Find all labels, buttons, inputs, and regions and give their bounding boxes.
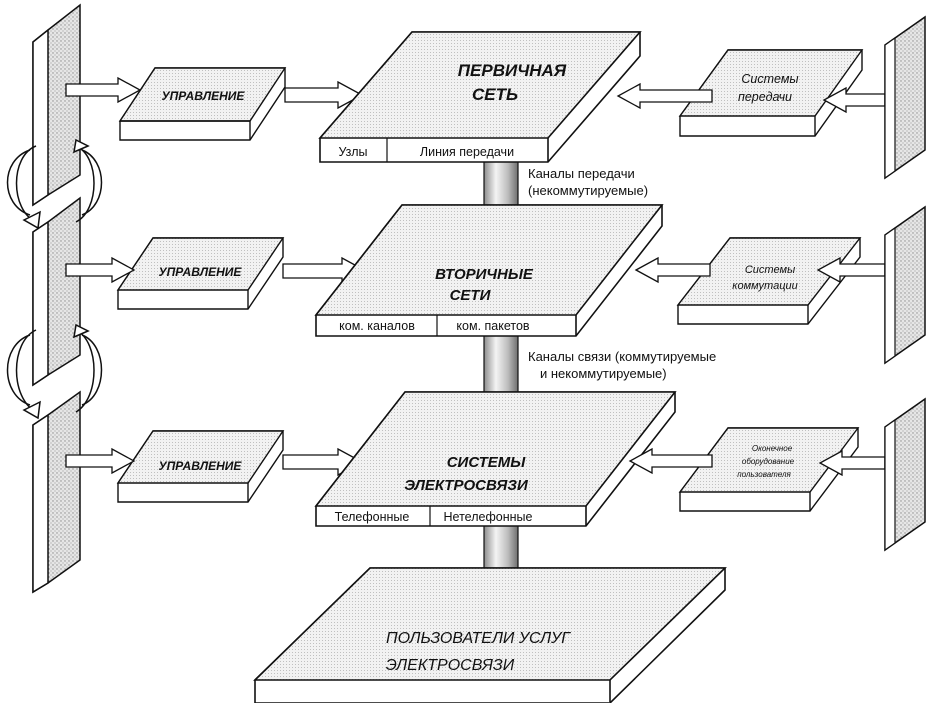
right-panel-top	[884, 15, 926, 180]
channels-comm-line2: и некоммутируемые)	[540, 366, 667, 381]
arrow-mgmt-to-primary	[284, 80, 364, 110]
telecom-cell-nontelephone: Нетелефонные	[444, 510, 533, 524]
arrow-right-panel-to-switching	[816, 256, 886, 284]
switching-systems-box: Системы коммутации	[676, 237, 862, 325]
terminal-equipment-line3: пользователя	[737, 470, 791, 479]
management-box-bottom: УПРАВЛЕНИЕ	[116, 430, 285, 503]
terminal-equipment-line1: Оконечное	[752, 444, 793, 453]
channels-tx-line1: Каналы передачи	[528, 166, 635, 181]
cycle-arrows-lower	[6, 323, 103, 420]
terminal-equipment-box: Оконечное оборудование пользователя	[678, 427, 860, 512]
transmission-systems-line1: Системы	[741, 72, 798, 86]
arrow-right-panel-to-transmission	[822, 86, 886, 114]
secondary-title-line2: СЕТИ	[450, 287, 492, 304]
telecom-systems-slab: СИСТЕМЫ ЭЛЕКТРОСВЯЗИ Телефонные Нетелефо…	[314, 391, 677, 527]
terminal-equipment-line2: оборудование	[742, 457, 795, 466]
management-box-middle: УПРАВЛЕНИЕ	[116, 237, 285, 310]
transmission-systems-box: Системы передачи	[678, 49, 864, 137]
primary-cell-nodes: Узлы	[338, 145, 367, 159]
secondary-cell-packet-switching: ком. пакетов	[456, 319, 530, 333]
users-title-line2: ЭЛЕКТРОСВЯЗИ	[386, 657, 515, 674]
left-panel-top	[32, 3, 81, 207]
arrow-transmission-to-primary	[616, 82, 713, 110]
channels-tx-line2: (некоммутируемые)	[528, 183, 648, 198]
primary-cell-transmission-line: Линия передачи	[420, 145, 514, 159]
arrow-right-panel-to-terminal	[818, 449, 886, 477]
cycle-arrows-upper	[6, 138, 103, 230]
primary-network-slab: ПЕРВИЧНАЯ СЕТЬ Узлы Линия передачи	[318, 31, 642, 163]
telecom-title-line1: СИСТЕМЫ	[447, 454, 527, 471]
right-panel-bottom	[884, 397, 926, 552]
secondary-networks-slab: ВТОРИЧНЫЕ СЕТИ ком. каналов ком. пакетов	[314, 204, 664, 337]
right-panel-middle	[884, 205, 926, 365]
primary-title-line1: ПЕРВИЧНАЯ	[458, 61, 567, 80]
arrow-left-to-mgmt-bottom	[65, 447, 136, 475]
management-label-top: УПРАВЛЕНИЕ	[162, 89, 246, 103]
channels-comm-line1: Каналы связи (коммутируемые	[528, 349, 716, 364]
arrow-switching-to-secondary	[634, 256, 711, 284]
telecom-cell-telephone: Телефонные	[335, 510, 410, 524]
users-slab: ПОЛЬЗОВАТЕЛИ УСЛУГ ЭЛЕКТРОСВЯЗИ	[253, 567, 727, 704]
users-title-line1: ПОЛЬЗОВАТЕЛИ УСЛУГ	[386, 630, 571, 647]
management-label-middle: УПРАВЛЕНИЕ	[159, 265, 243, 279]
primary-title-line2: СЕТЬ	[472, 85, 518, 104]
arrow-left-to-mgmt-middle	[65, 256, 136, 284]
transmission-systems-line2: передачи	[738, 90, 792, 104]
switching-systems-line2: коммутации	[732, 280, 797, 292]
left-panel-bottom	[32, 390, 81, 594]
left-panel-middle	[32, 196, 81, 387]
arrow-left-to-mgmt-top	[65, 76, 142, 104]
management-label-bottom: УПРАВЛЕНИЕ	[159, 459, 243, 473]
telecom-title-line2: ЭЛЕКТРОСВЯЗИ	[404, 477, 529, 494]
management-box-top: УПРАВЛЕНИЕ	[118, 67, 287, 141]
arrow-terminal-to-telecom	[628, 447, 713, 475]
secondary-cell-circuit-switching: ком. каналов	[339, 319, 415, 333]
secondary-title-line1: ВТОРИЧНЫЕ	[435, 266, 534, 283]
switching-systems-line1: Системы	[745, 264, 795, 276]
